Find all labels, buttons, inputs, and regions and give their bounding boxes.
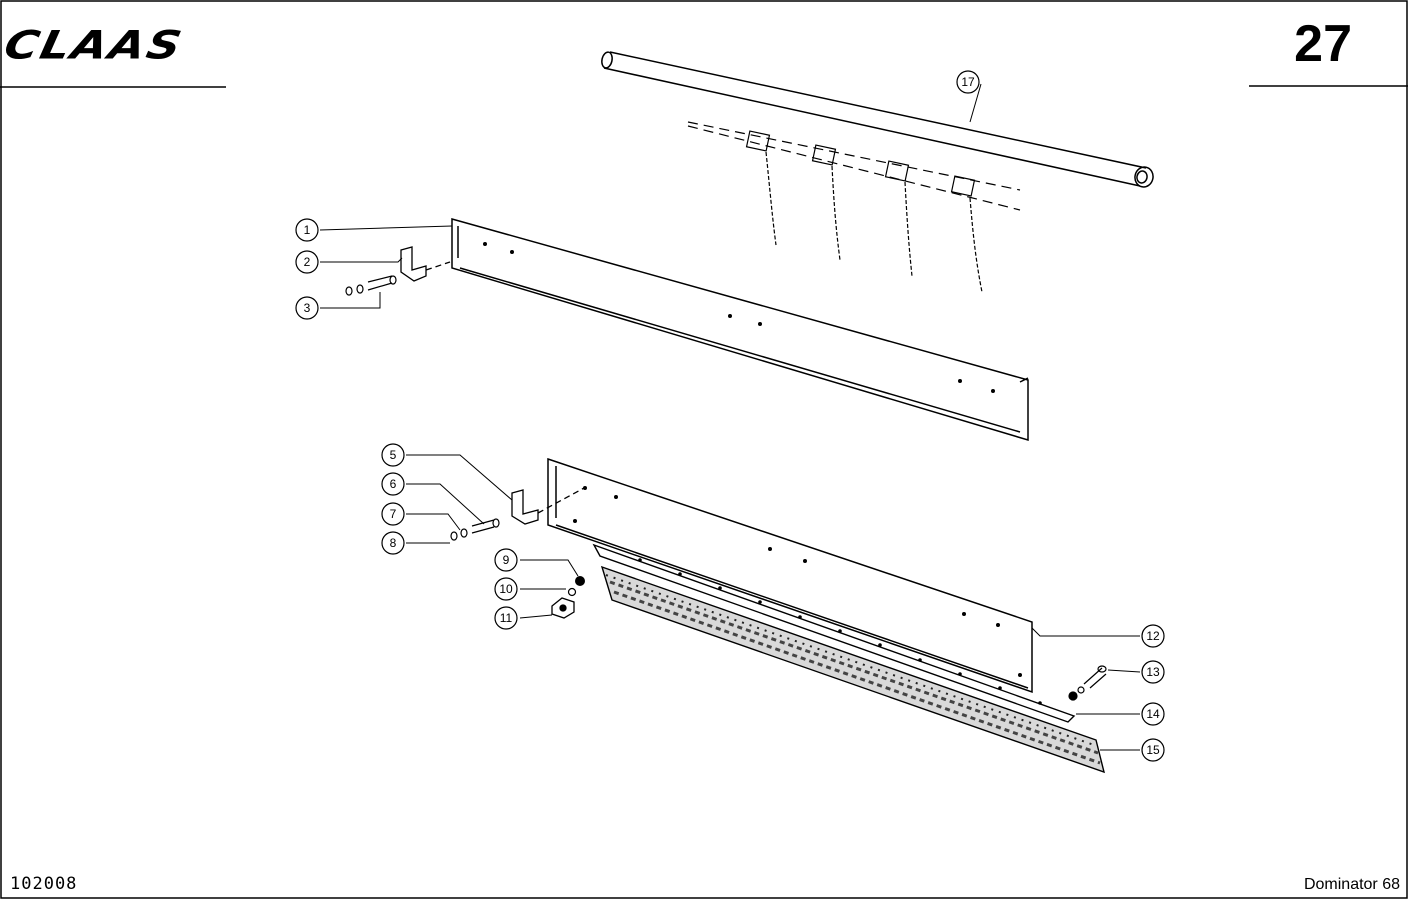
callout-12: 12: [1141, 624, 1165, 648]
svg-text:14: 14: [1146, 707, 1160, 721]
model-name: Dominator 68: [1303, 876, 1400, 893]
part-1-angle-strip: [451, 218, 1029, 442]
svg-text:6: 6: [390, 477, 397, 491]
svg-text:12: 12: [1146, 629, 1160, 643]
svg-text:2: 2: [304, 255, 311, 269]
part-13-bolt: [1068, 665, 1107, 701]
callout-10: 10: [494, 577, 518, 601]
hanging-clamps: [687, 121, 1021, 293]
callout-15: 15: [1141, 738, 1165, 762]
part-10-washer: [567, 587, 577, 597]
svg-text:1: 1: [304, 223, 311, 237]
callout-2: 2: [295, 250, 319, 274]
callout-9: 9: [494, 548, 518, 572]
part-12-angle-strip: [547, 457, 1033, 694]
brand-logo: CLAAS: [0, 22, 188, 68]
callout-14: 14: [1141, 702, 1165, 726]
callouts: 17 1 2 3 5 6 7 8 9 10 11 12 13 14 15: [295, 70, 1165, 762]
callout-6: 6: [381, 472, 405, 496]
svg-text:5: 5: [390, 448, 397, 462]
part-11-retainer: [551, 597, 575, 619]
svg-text:13: 13: [1146, 665, 1160, 679]
callout-5: 5: [381, 443, 405, 467]
callout-17: 17: [956, 70, 980, 94]
part-14-clamp-strip: [592, 543, 1076, 723]
part-2-bracket: [400, 246, 451, 282]
callout-1: 1: [295, 218, 319, 242]
svg-text:7: 7: [390, 507, 397, 521]
callout-13: 13: [1141, 660, 1165, 684]
part-5-bracket: [511, 487, 585, 525]
part-15-rubber-strip: [600, 565, 1105, 774]
svg-text:8: 8: [390, 536, 397, 550]
leader-lines: [319, 83, 1141, 751]
svg-text:9: 9: [503, 553, 510, 567]
callout-7: 7: [381, 502, 405, 526]
callout-8: 8: [381, 531, 405, 555]
callout-11: 11: [494, 606, 518, 630]
part-9-nut: [575, 576, 585, 586]
part-7-8-washers: [450, 528, 468, 541]
document-number: 102008: [10, 874, 78, 894]
svg-text:11: 11: [500, 611, 513, 625]
svg-text:3: 3: [304, 301, 311, 315]
page-number: 27: [1294, 15, 1352, 73]
svg-text:15: 15: [1146, 743, 1160, 757]
part-6-bolt: [471, 518, 500, 534]
callout-3: 3: [295, 296, 319, 320]
part-17-tube: [601, 51, 1154, 188]
part-3-bolt: [345, 275, 397, 296]
svg-text:10: 10: [499, 582, 513, 596]
svg-text:17: 17: [961, 75, 975, 89]
